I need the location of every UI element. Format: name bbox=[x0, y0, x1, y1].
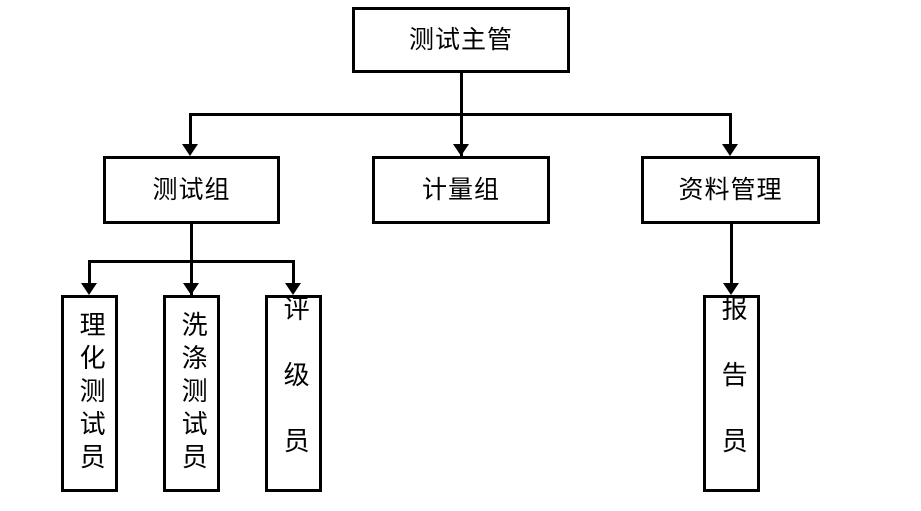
node-metrology-group[interactable]: 计量组 bbox=[372, 156, 550, 224]
edge-root-to-test-group bbox=[189, 113, 192, 146]
edge-level3-bus bbox=[88, 260, 295, 263]
node-test-group[interactable]: 测试组 bbox=[103, 156, 280, 224]
edge-doc-management-to-reporter bbox=[730, 224, 733, 286]
node-label-test-supervisor: 测试主管 bbox=[408, 25, 513, 54]
node-label-reporter: 报告员 bbox=[717, 294, 748, 493]
node-physchem-tester[interactable]: 理化测试员 bbox=[61, 295, 118, 492]
arrowhead-physchem-tester bbox=[81, 283, 97, 295]
node-test-supervisor[interactable]: 测试主管 bbox=[352, 7, 570, 73]
arrowhead-test-group bbox=[182, 144, 198, 156]
edge-level2-bus bbox=[189, 113, 732, 116]
node-grader[interactable]: 评级员 bbox=[265, 294, 322, 493]
node-label-doc-management: 资料管理 bbox=[678, 175, 783, 204]
node-label-test-group: 测试组 bbox=[152, 175, 231, 204]
arrowhead-metrology-group bbox=[453, 144, 469, 156]
edge-root-to-doc-management bbox=[729, 113, 732, 146]
edge-test-group-to-physchem bbox=[88, 260, 91, 285]
node-wash-tester[interactable]: 洗涤测试员 bbox=[163, 295, 220, 492]
node-reporter[interactable]: 报告员 bbox=[703, 294, 760, 493]
edge-test-group-to-grader bbox=[292, 260, 295, 285]
node-label-metrology-group: 计量组 bbox=[421, 175, 500, 204]
arrowhead-wash-tester bbox=[183, 283, 199, 295]
node-doc-management[interactable]: 资料管理 bbox=[641, 156, 820, 224]
node-label-grader: 评级员 bbox=[279, 294, 310, 493]
arrowhead-grader bbox=[285, 283, 301, 295]
arrowhead-reporter bbox=[723, 283, 739, 295]
node-label-wash-tester: 洗涤测试员 bbox=[177, 311, 208, 476]
node-label-physchem-tester: 理化测试员 bbox=[75, 311, 106, 476]
edge-test-group-stem bbox=[190, 224, 193, 295]
arrowhead-doc-management bbox=[722, 144, 738, 156]
